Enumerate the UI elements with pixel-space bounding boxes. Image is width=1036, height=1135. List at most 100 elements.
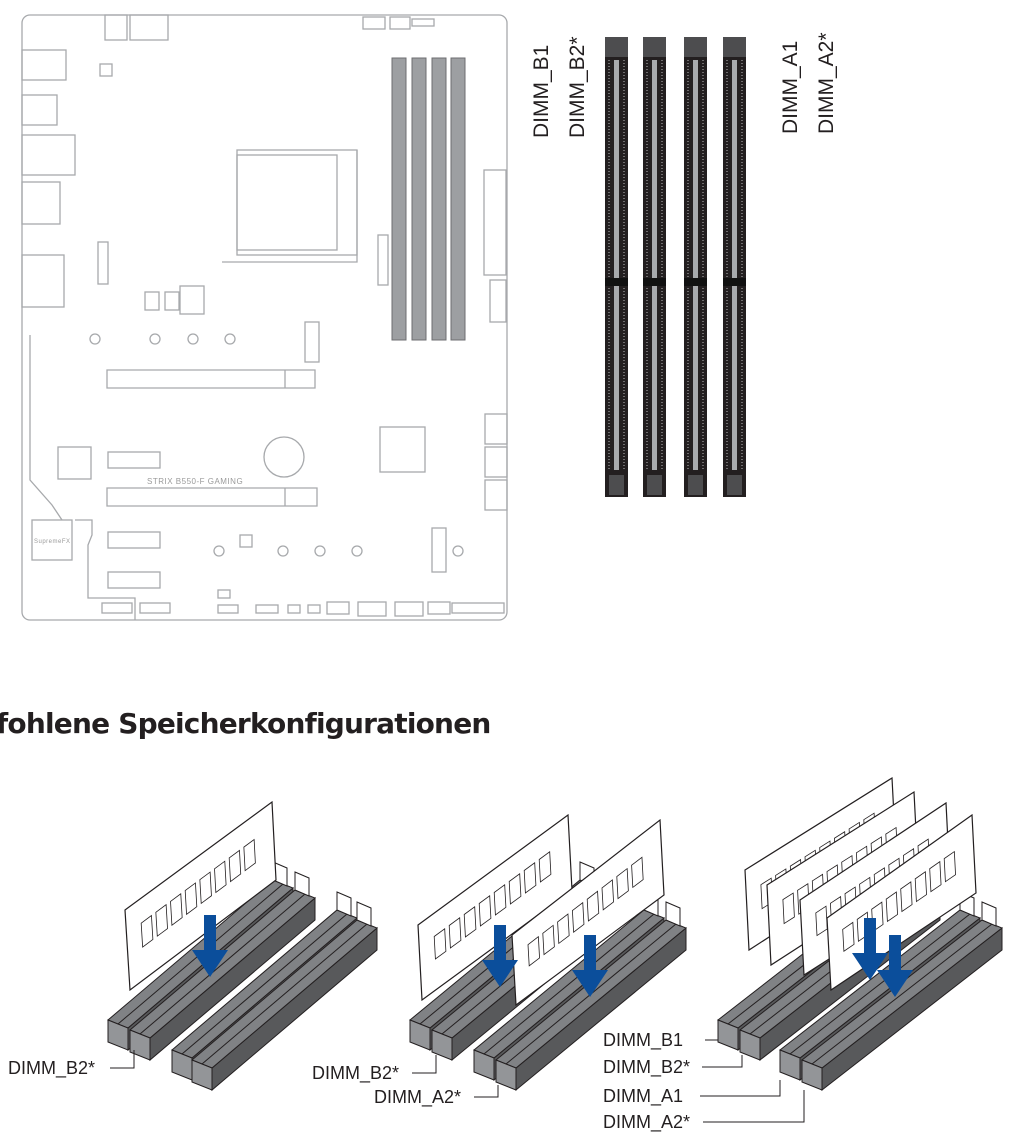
slot-front [409,1019,431,1051]
memory-module [511,818,665,1007]
memory-chip [228,849,242,883]
slot-groove [139,893,306,1035]
insert-arrow [572,935,608,997]
dimm-slot-closeup [605,37,746,497]
memory-chip [527,935,540,967]
slot-groove [201,923,368,1065]
memory-chip [885,891,898,923]
vertical-slot-labels: DIMM_B1 DIMM_B2* DIMM_A1 DIMM_A2* [530,32,838,138]
slot-latch-top [643,37,666,57]
config3-label-b1: DIMM_B1 [603,1030,683,1051]
slot-latch [294,871,310,897]
slot-front [129,1029,151,1061]
cpu-socket [236,149,358,256]
m2-slot [304,321,320,363]
slot-front [779,1049,801,1081]
slot-front [739,1029,761,1061]
slot-key [723,278,746,286]
power-connector [104,14,128,41]
memory-chip [914,871,927,903]
memory-chip [523,862,537,894]
memory-chip [571,901,585,933]
memory-chip [616,867,629,900]
board-dimm-slot [411,57,427,341]
config1-label-b2: DIMM_B2* [8,1058,95,1079]
slot-latch-bottom [688,475,703,495]
slot-key [605,278,628,286]
slot-latch-bottom [609,475,624,495]
slot-latch [665,901,681,927]
slot-groove [614,60,619,470]
slot-latch-top [684,37,707,57]
slot-groove [652,60,657,470]
memory-chip [929,860,942,893]
config2-label-b2: DIMM_B2* [312,1063,399,1084]
memory-chip [538,851,552,883]
section-heading: fohlene Speicherkonfigurationen [0,707,491,740]
memory-chip [586,890,600,922]
motherboard-layout [21,14,508,621]
memory-slot [801,901,1003,1092]
slot-front [191,1059,213,1091]
board-dimm-slots [391,57,466,341]
cpu-power-connector [129,14,169,41]
label-dimm-a1: DIMM_A1 [779,41,802,134]
config3-label-b2: DIMM_B2* [603,1057,690,1078]
cmos-battery [263,436,305,478]
memory-chip [140,914,154,948]
slot-key [643,278,666,286]
label-dimm-b1: DIMM_B1 [530,45,553,138]
memory-chip [601,879,614,911]
slot-latch [336,891,352,917]
memory-chip [243,838,256,872]
supremefx-chip [31,519,73,561]
memory-chip [542,924,555,956]
memory-chip [170,893,183,927]
memory-slot [191,901,378,1092]
slot-key [684,278,707,286]
config3-label-a1: DIMM_A1 [603,1086,683,1107]
config-illustrations [107,776,1003,1092]
config2-label-a2: DIMM_A2* [374,1087,461,1108]
board-outline [21,14,508,621]
dimm-slot [605,37,628,497]
slot-groove [811,923,993,1065]
slot-latch-top [723,37,746,57]
dimm-slot [643,37,666,497]
slot-front [431,1029,453,1061]
memory-chip [557,913,570,945]
slot-latch [356,901,372,927]
slot-groove [181,913,348,1055]
memory-chip [184,882,198,916]
slot-front [495,1059,517,1091]
pcie-x16-slot [106,487,318,507]
slot-front [801,1059,823,1091]
board-dimm-slot [391,57,407,341]
slot-latch [981,901,997,927]
memory-chip [463,906,477,938]
slot-latch-bottom [647,475,662,495]
insert-arrow [482,925,518,987]
board-dimm-slot [450,57,466,341]
label-dimm-a2: DIMM_A2* [815,32,838,134]
memory-chip [493,884,507,916]
memory-chip [155,903,168,937]
memory-chip [943,850,956,883]
slot-front [473,1049,495,1081]
supremefx-label: SupremeFX [34,539,71,545]
insert-arrow [192,915,228,977]
slot-latch-bottom [727,475,742,495]
memory-chip [214,860,227,894]
memory-chip [782,892,795,925]
slot-groove [693,60,698,470]
label-dimm-b2: DIMM_B2* [566,36,589,138]
rog-logo [377,234,389,286]
slot-groove [483,913,655,1055]
memory-module [124,800,277,992]
memory-chip [842,921,855,952]
config3-label-a2: DIMM_A2* [603,1112,690,1133]
atx-power-connector [483,169,507,276]
slot-groove [789,913,971,1055]
memory-chip [448,917,462,949]
